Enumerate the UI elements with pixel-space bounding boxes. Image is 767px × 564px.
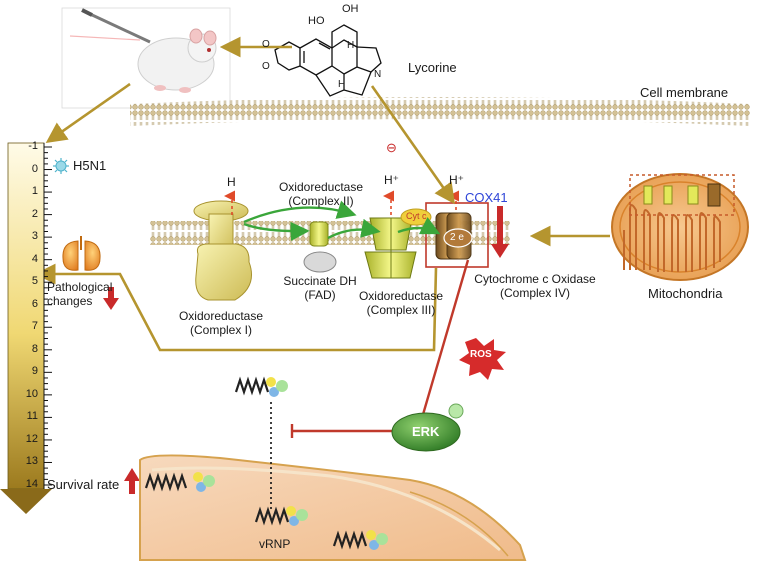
- complex-iv-label: Cytochrome c Oxidase (Complex IV): [460, 272, 610, 300]
- h5n1-label: H5N1: [73, 158, 107, 173]
- vrnp-coils: [144, 376, 368, 550]
- lycorine-oh-label: OH: [342, 3, 359, 15]
- inhibition-sign: ⊖: [386, 140, 397, 155]
- mouse-illustration: [61, 7, 231, 109]
- ros-label: ROS: [470, 349, 492, 360]
- pathological-label-line2: changes: [47, 294, 93, 308]
- scale-tick-label: 10: [25, 387, 38, 400]
- lycorine-n-label: N: [374, 69, 382, 80]
- scale-tick-label: 13: [25, 455, 38, 468]
- scale-tick-label: 2: [31, 207, 38, 220]
- scale-tick-label: 4: [31, 252, 38, 265]
- ros-burst: [459, 338, 506, 380]
- erk-inhibition: [290, 259, 470, 438]
- scale-tick-label: 7: [31, 320, 38, 333]
- complex-iii-label-line1: Oxidoreductase: [358, 289, 444, 303]
- lycorine-structure: [274, 24, 382, 97]
- lycorine-h-label-1: H: [347, 40, 355, 51]
- cox-decrease-arrow: [491, 206, 509, 258]
- complex-iii-label-line2: (Complex III): [366, 303, 436, 317]
- cox41-label: COX41: [465, 190, 508, 205]
- scale-tick-label: 1: [31, 185, 38, 198]
- scale-tick-label: -1: [28, 140, 38, 152]
- succinate-dh-label-line2: (FAD): [304, 288, 336, 302]
- complex-i-shape: [193, 200, 252, 301]
- scale-bar: [0, 142, 52, 514]
- complex-ii-label: Oxidoreductase (Complex II): [266, 180, 376, 208]
- scale-tick-label: 11: [26, 410, 38, 423]
- scale-tick-label: 3: [31, 230, 38, 243]
- scale-tick-label: 12: [25, 432, 38, 445]
- complex-i-label-line1: Oxidoreductase: [178, 309, 264, 323]
- lycorine-label: Lycorine: [408, 60, 457, 75]
- succinate-dh-label-line1: Succinate DH: [283, 274, 357, 288]
- survival-rate-label: Survival rate: [47, 477, 120, 492]
- complex-ii-shape: [303, 221, 337, 273]
- complex-i-label: Oxidoreductase (Complex I): [166, 309, 276, 337]
- lycorine-o-label-2: O: [262, 61, 270, 72]
- scale-tick-label: 14: [25, 478, 38, 490]
- cyt-c-label: Cyt c: [406, 211, 427, 221]
- mitochondrion-shape: [611, 173, 749, 281]
- erk-label: ERK: [412, 424, 440, 439]
- succinate-dh-label: Succinate DH (FAD): [270, 274, 370, 302]
- proton-label-2: H⁺: [384, 173, 399, 187]
- vrnp-proteins: [193, 377, 388, 550]
- complex-ii-label-line2: (Complex II): [288, 194, 354, 208]
- complex-iv-label-line2: (Complex IV): [499, 286, 570, 300]
- pathology-decrease-arrow: [103, 287, 119, 310]
- lycorine-o-label-1: O: [262, 39, 270, 50]
- electron-flow-arrows: [243, 200, 441, 241]
- lycorine-ho-label: HO: [308, 15, 325, 27]
- complex-ii-label-line1: Oxidoreductase: [278, 180, 364, 194]
- proton-arrows: [224, 190, 460, 215]
- complex-iv-label-line1: Cytochrome c Oxidase: [474, 272, 596, 286]
- gold-arrows: [34, 36, 610, 352]
- pathological-label: Pathological changes: [47, 280, 112, 308]
- lungs-icon: [62, 236, 101, 271]
- survival-increase-arrow: [124, 468, 140, 494]
- mitochondria-label: Mitochondria: [648, 286, 723, 301]
- complex-i-label-line2: (Complex I): [189, 323, 252, 337]
- vrnp-label: vRNP: [259, 537, 291, 551]
- scale-tick-label: 8: [31, 342, 38, 355]
- complex-iii-shape: [364, 217, 417, 279]
- two-electron-label: 2 e: [450, 232, 464, 243]
- erk-shape: [391, 403, 464, 452]
- scale-tick-label: 0: [31, 162, 38, 175]
- lycorine-h-label-2: H: [338, 79, 346, 90]
- cell-nucleus-shape: [139, 454, 527, 561]
- pathological-label-line1: Pathological: [47, 280, 113, 294]
- proton-label-3: H⁺: [449, 173, 464, 187]
- scale-tick-label: 9: [31, 365, 38, 378]
- virus-icon: [53, 158, 69, 174]
- scale-tick-label: 6: [31, 297, 38, 310]
- cell-membrane: [130, 97, 750, 126]
- complex-iii-label: Oxidoreductase (Complex III): [346, 289, 456, 317]
- cell-membrane-label: Cell membrane: [640, 85, 729, 100]
- scale-tick-label: 5: [31, 275, 38, 288]
- complex-iv-shape: [425, 202, 489, 268]
- proton-label-1: H: [227, 175, 236, 189]
